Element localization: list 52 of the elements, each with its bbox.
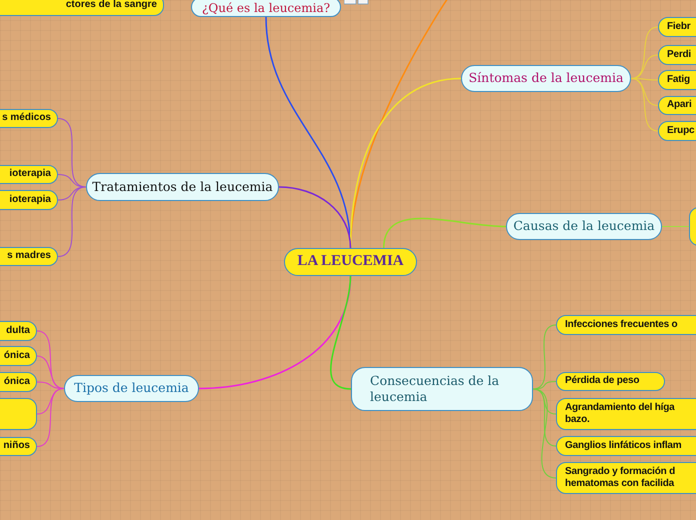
connector-line (532, 388, 556, 446)
node-label: Tipos de leucemia (74, 380, 189, 397)
node-label: Fiebr (667, 20, 690, 34)
topic-box (461, 65, 631, 92)
node-label: s madres (7, 250, 51, 263)
node-label: ioterapia (9, 194, 51, 206)
central-topic (284, 248, 417, 276)
topic-box (86, 173, 279, 201)
node-label: ioterapia (9, 168, 51, 181)
connector-line (350, 78, 462, 248)
node-label: Síntomas de la leucemia (468, 70, 624, 87)
connector-line (630, 26, 658, 79)
topic-box (64, 375, 199, 402)
connector-line (630, 78, 658, 132)
connector-line (36, 388, 64, 447)
node-label: ónica (4, 350, 30, 362)
node-label: Infecciones frecuentes o (565, 318, 678, 332)
node-label: LA LEUCEMIA (297, 252, 404, 272)
node-label: Pérdida de peso (565, 375, 640, 388)
node-label: Apari (667, 99, 692, 112)
node-label: Perdi (667, 48, 692, 62)
node-label: Erupc (667, 124, 694, 138)
subtopic-box (556, 315, 696, 335)
subtopic-box (556, 436, 696, 456)
node-label: niños (3, 440, 30, 453)
node-label: Causas de la leucemia (513, 218, 655, 235)
topic-box (506, 213, 662, 240)
subtopic-box (556, 372, 665, 391)
connector-line (532, 388, 556, 478)
node-label: dulta (6, 324, 30, 338)
subtopic-box (556, 462, 696, 494)
node-label: Tratamientos de la leucemia (92, 178, 273, 196)
connector-line (36, 356, 64, 389)
connector-line (330, 276, 352, 390)
connector-line (58, 186, 86, 257)
node-label: Fatig (667, 74, 690, 86)
node-label: Sangrado y formación d hematomas con facilida (565, 466, 676, 490)
subtopic-box (556, 398, 696, 430)
node-label: Consecuencias de la leucemia (370, 372, 500, 406)
node-label: ¿Qué es la leucemia? (202, 0, 330, 17)
node-label: Ganglios linfáticos inflam (565, 440, 682, 452)
node-label: s médicos (2, 112, 51, 125)
connector-line (278, 186, 352, 248)
node-label: Agrandamiento del híga bazo. (565, 402, 676, 426)
topic-box (351, 367, 533, 411)
connector-line (36, 388, 64, 414)
connector-line (630, 78, 658, 106)
connector-line (383, 218, 506, 248)
connector-line (532, 324, 556, 390)
connector-line (58, 118, 86, 188)
connector-line (662, 226, 690, 227)
node-label: ónica (4, 376, 30, 388)
